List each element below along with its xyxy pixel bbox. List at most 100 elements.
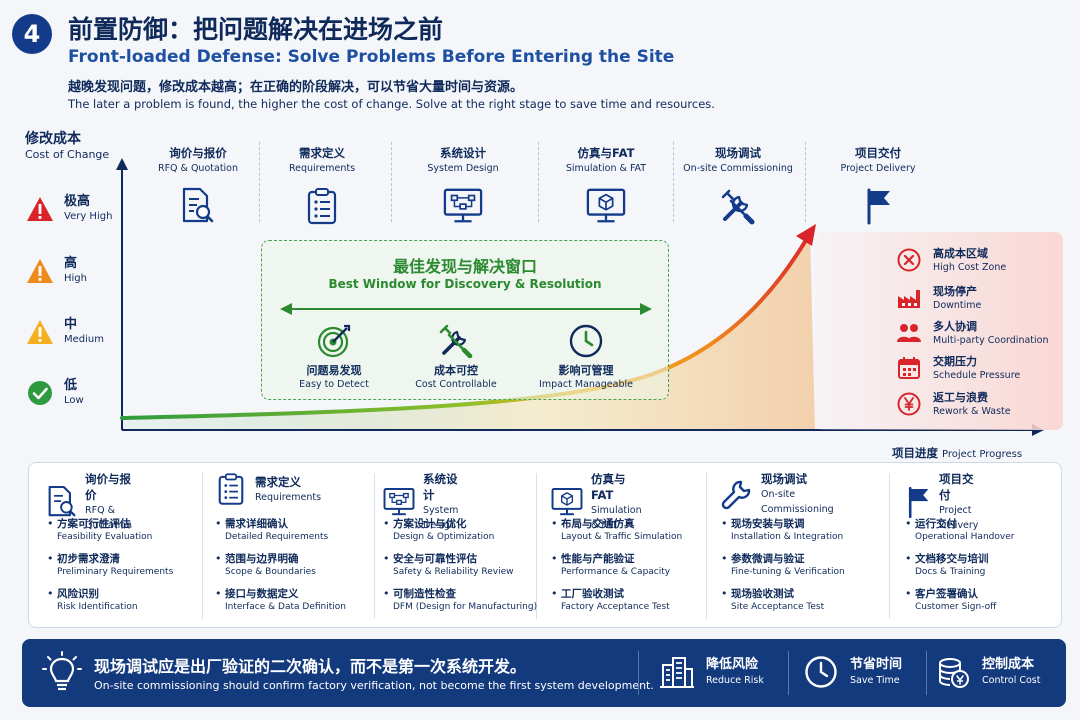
level-low: 低 Low (26, 378, 84, 408)
best-item-label-cn: 影响可管理 (558, 364, 614, 377)
clock-icon (802, 653, 840, 691)
footer-banner: 现场调试应是出厂验证的二次确认，而不是第一次系统开发。 On-site comm… (22, 639, 1066, 707)
factory-icon (895, 284, 923, 312)
stage-label-cn: 仿真与FAT (577, 146, 635, 160)
card-title-cn: 仿真与FAT (591, 472, 626, 502)
stage-label-en: Requirements (288, 163, 356, 174)
list-item-en: Safety & Reliability Review (393, 567, 514, 577)
list-item-en: Performance & Capacity (561, 567, 671, 577)
y-axis-label-en: Cost of Change (25, 148, 110, 161)
list-item-en: Customer Sign-off (915, 602, 997, 612)
stage-divider (538, 142, 539, 222)
footer-statement-en: On-site commissioning should confirm fac… (94, 679, 654, 692)
list-item-cn: 参数微调与验证 (731, 553, 805, 565)
card-divider (889, 473, 890, 619)
footer-divider (788, 651, 789, 695)
list-item-en: Risk Identification (57, 602, 138, 612)
zone-label-en: High Cost Zone (933, 261, 1007, 273)
best-window-double-arrow (280, 303, 652, 315)
check-circle-icon (26, 379, 54, 407)
stage-delivery: 项目交付 Project Delivery (808, 146, 948, 226)
list-item-cn: 初步需求澄清 (57, 553, 120, 565)
best-item-label-en: Easy to Detect (299, 379, 369, 390)
stage-label-cn: 项目交付 (855, 146, 901, 160)
list-item-cn: 接口与数据定义 (225, 588, 299, 600)
benefit-label-cn: 降低风险 (706, 657, 759, 672)
level-label-en: High (64, 273, 87, 284)
building-icon (658, 653, 696, 691)
system-monitor-icon (383, 484, 415, 520)
wrench-icon (721, 476, 753, 512)
level-label-en: Very High (64, 211, 113, 222)
zone-label-cn: 现场停产 (933, 284, 977, 298)
target-icon (316, 323, 352, 359)
zone-label-en: Downtime (933, 299, 982, 311)
best-item-cost: 成本可控 Cost Controllable (396, 323, 516, 392)
wrench-screwdriver-icon (718, 186, 758, 226)
stage-divider (805, 142, 806, 222)
benefit-label-cn: 控制成本 (982, 657, 1035, 672)
zone-label-en: Multi-party Coordination (933, 334, 1049, 346)
page-title-cn: 前置防御：把问题解决在进场之前 (68, 15, 444, 44)
list-item-en: Docs & Training (915, 567, 986, 577)
card-title-cn: 系统设计 (423, 472, 458, 502)
list-item-en: Scope & Boundaries (225, 567, 316, 577)
stage-label-cn: 询价与报价 (169, 146, 227, 160)
list-item-cn: 工厂验收测试 (561, 588, 624, 600)
stage-system-design: 系统设计 System Design (393, 146, 533, 226)
stage-commissioning: 现场调试 On-site Commissioning (668, 146, 808, 226)
stage-label-cn: 需求定义 (299, 146, 345, 160)
coins-icon (934, 653, 972, 691)
list-item-en: Interface & Data Definition (225, 602, 346, 612)
best-item-impact: 影响可管理 Impact Manageable (526, 323, 646, 392)
benefit-label-en: Control Cost (982, 675, 1041, 686)
stage-rfq: 询价与报价 RFQ & Quotation (128, 146, 268, 226)
document-search-icon (47, 484, 77, 520)
system-monitor-icon (443, 186, 483, 226)
stage-simulation-fat: 仿真与FAT Simulation & FAT (536, 146, 676, 226)
danger-triangle-icon (26, 195, 54, 223)
list-item-en: Operational Handover (915, 532, 1015, 542)
simulation-cube-icon (551, 484, 583, 520)
footer-statement-cn: 现场调试应是出厂验证的二次确认，而不是第一次系统开发。 (94, 657, 527, 676)
page-subtitle-cn: 越晚发现问题，修改成本越高；在正确的阶段解决，可以节省大量时间与资源。 (68, 80, 524, 95)
zone-label-cn: 高成本区域 (933, 246, 988, 260)
stage-label-en: On-site Commissioning (683, 163, 793, 174)
section-number-badge: 4 (12, 14, 52, 54)
list-item: 初步需求澄清 Preliminary Requirements (47, 552, 212, 587)
level-label-cn: 高 (64, 256, 78, 271)
simulation-cube-icon (586, 186, 626, 226)
stage-divider (673, 142, 674, 222)
best-item-label-cn: 问题易发现 (306, 364, 362, 377)
list-item-en: Installation & Integration (731, 532, 844, 542)
level-label-en: Medium (64, 334, 104, 345)
stage-label-en: Simulation & FAT (565, 163, 647, 174)
x-circle-icon (895, 246, 923, 274)
tools-icon (438, 323, 474, 359)
benefit-label-en: Save Time (850, 675, 900, 686)
card-title-cn: 需求定义 (255, 474, 301, 489)
yen-coin-icon (895, 390, 923, 418)
card-title-cn: 项目交付 (939, 472, 974, 502)
footer-divider (638, 651, 639, 695)
card-title-cn: 询价与报价 (85, 472, 131, 502)
list-item-cn: 现场验收测试 (731, 588, 794, 600)
list-item-en: Feasibility Evaluation (57, 532, 153, 542)
list-item-en: Preliminary Requirements (57, 567, 174, 577)
zone-label-cn: 返工与浪费 (933, 390, 988, 404)
